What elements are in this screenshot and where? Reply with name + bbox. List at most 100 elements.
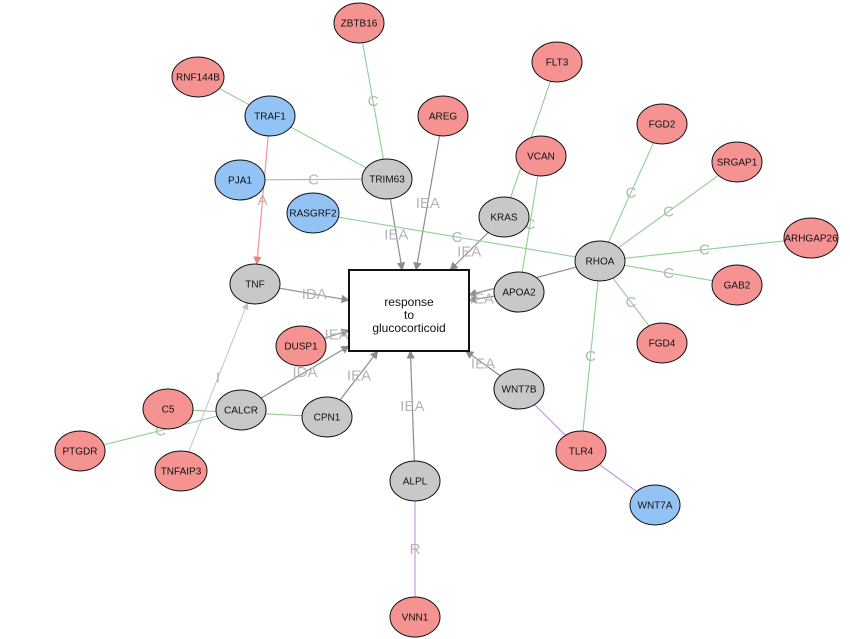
node-c5[interactable]: C5 (142, 388, 194, 430)
node-label-cpn1: CPN1 (314, 413, 341, 424)
node-shape-wnt7b[interactable] (493, 368, 545, 410)
node-calcr[interactable]: CALCR (215, 389, 267, 431)
edge-rhoa-gab2 (624, 264, 713, 282)
node-shape-cpn1[interactable] (301, 396, 353, 438)
node-arhgap26[interactable]: ARHGAP26 (783, 217, 839, 259)
node-tnf[interactable]: TNF (229, 263, 281, 305)
node-rhoa[interactable]: RHOA (574, 240, 626, 282)
node-shape-rasgrf2[interactable] (286, 192, 340, 234)
edge-label-rasgrf2-rhoa: C (452, 229, 463, 246)
edge-label-alpl-vnn1: R (410, 541, 421, 558)
edge-label-rhoa-fgd2: C (626, 185, 637, 202)
edge-calcr-center (260, 345, 350, 399)
node-rnf144b[interactable]: RNF144B (171, 56, 225, 98)
node-shape-calcr[interactable] (215, 389, 267, 431)
node-shape-fgd2[interactable] (636, 103, 688, 145)
node-alpl[interactable]: ALPL (389, 460, 441, 502)
node-label-fgd2: FGD2 (649, 120, 676, 131)
node-gab2[interactable]: GAB2 (711, 264, 763, 306)
node-shape-arhgap26[interactable] (783, 217, 839, 259)
edge-rhoa-arhgap26 (624, 240, 785, 259)
node-label-gab2: GAB2 (724, 281, 751, 292)
node-shape-rhoa[interactable] (574, 240, 626, 282)
node-shape-areg[interactable] (417, 95, 469, 137)
node-label-apoa2: APOA2 (502, 288, 536, 299)
node-label-tlr4: TLR4 (569, 447, 594, 458)
node-ptgdr[interactable]: PTGDR (54, 430, 106, 472)
node-shape-dusp1[interactable] (275, 325, 327, 367)
edge-rasgrf2-rhoa (338, 216, 576, 258)
node-zbtb16[interactable]: ZBTB16 (333, 2, 385, 44)
node-shape-tnf[interactable] (229, 263, 281, 305)
node-shape-vcan[interactable] (515, 135, 567, 177)
node-label-rasgrf2: RASGRF2 (289, 209, 337, 220)
edge-label-alpl-center: IEA (400, 398, 424, 415)
node-trim63[interactable]: TRIM63 (361, 158, 413, 200)
node-shape-gab2[interactable] (711, 264, 763, 306)
edge-label-apoa2-center: IEA (470, 290, 494, 307)
node-cpn1[interactable]: CPN1 (301, 396, 353, 438)
node-areg[interactable]: AREG (417, 95, 469, 137)
node-apoa2[interactable]: APOA2 (493, 271, 545, 313)
node-shape-ptgdr[interactable] (54, 430, 106, 472)
node-tlr4[interactable]: TLR4 (555, 430, 607, 472)
node-tnfaip3[interactable]: TNFAIP3 (154, 450, 208, 492)
node-shape-kras[interactable] (478, 196, 530, 238)
center-box[interactable] (348, 269, 470, 352)
node-shape-traf1[interactable] (244, 95, 296, 137)
node-shape-c5[interactable] (142, 388, 194, 430)
node-fgd4[interactable]: FGD4 (636, 322, 688, 364)
edge-label-calcr-center: IDA (292, 364, 317, 381)
node-label-wnt7b: WNT7B (502, 385, 537, 396)
node-shape-zbtb16[interactable] (333, 2, 385, 44)
node-flt3[interactable]: FLT3 (531, 41, 583, 83)
node-label-traf1: TRAF1 (254, 112, 286, 123)
node-shape-wnt7a[interactable] (629, 484, 681, 526)
edge-rhoa-fgd4 (612, 277, 650, 327)
node-traf1[interactable]: TRAF1 (244, 95, 296, 137)
edge-label-rhoa-gab2: C (663, 265, 674, 282)
node-vcan[interactable]: VCAN (515, 135, 567, 177)
node-label-wnt7a: WNT7A (638, 501, 673, 512)
edge-pja1-trim63 (264, 178, 363, 181)
node-shape-tnfaip3[interactable] (154, 450, 208, 492)
edge-label-zbtb16-trim63: C (368, 93, 379, 110)
edge-label-vcan-apoa2: C (525, 216, 536, 233)
edge-traf1-trim63 (290, 126, 367, 169)
node-shape-fgd4[interactable] (636, 322, 688, 364)
node-shape-rnf144b[interactable] (171, 56, 225, 98)
edge-label-wnt7b-center: IEA (471, 355, 495, 372)
node-shape-srgap1[interactable] (711, 141, 763, 183)
node-label-rnf144b: RNF144B (176, 73, 220, 84)
node-shape-vnn1[interactable] (389, 596, 441, 638)
edge-areg-center (413, 135, 441, 271)
edge-wnt7b-tlr4 (534, 404, 566, 436)
node-shape-alpl[interactable] (389, 460, 441, 502)
edge-zbtb16-trim63 (362, 42, 384, 160)
center-line-2: to (404, 308, 414, 322)
node-dusp1[interactable]: DUSP1 (275, 325, 327, 367)
edge-alpl-center (406, 350, 415, 462)
node-shape-flt3[interactable] (531, 41, 583, 83)
edge-label-rhoa-tlr4: C (585, 348, 596, 365)
node-shape-tlr4[interactable] (555, 430, 607, 472)
node-shape-trim63[interactable] (361, 158, 413, 200)
node-rasgrf2[interactable]: RASGRF2 (286, 192, 340, 234)
node-label-tnfaip3: TNFAIP3 (161, 467, 202, 478)
node-fgd2[interactable]: FGD2 (636, 103, 688, 145)
center-node[interactable]: response to glucocorticoid (348, 269, 470, 352)
edge-rhoa-srgap1 (618, 174, 719, 249)
node-shape-pja1[interactable] (214, 159, 266, 201)
node-srgap1[interactable]: SRGAP1 (711, 141, 763, 183)
edge-rhoa-fgd2 (607, 142, 655, 243)
edge-label-rhoa-fgd4: C (626, 294, 637, 311)
node-wnt7a[interactable]: WNT7A (629, 484, 681, 526)
node-kras[interactable]: KRAS (478, 196, 530, 238)
node-shape-apoa2[interactable] (493, 271, 545, 313)
node-wnt7b[interactable]: WNT7B (493, 368, 545, 410)
node-vnn1[interactable]: VNN1 (389, 596, 441, 638)
edge-tnfaip3-tnf (188, 302, 249, 453)
edge-label-tnf-center: IDA (302, 286, 327, 303)
node-pja1[interactable]: PJA1 (214, 159, 266, 201)
